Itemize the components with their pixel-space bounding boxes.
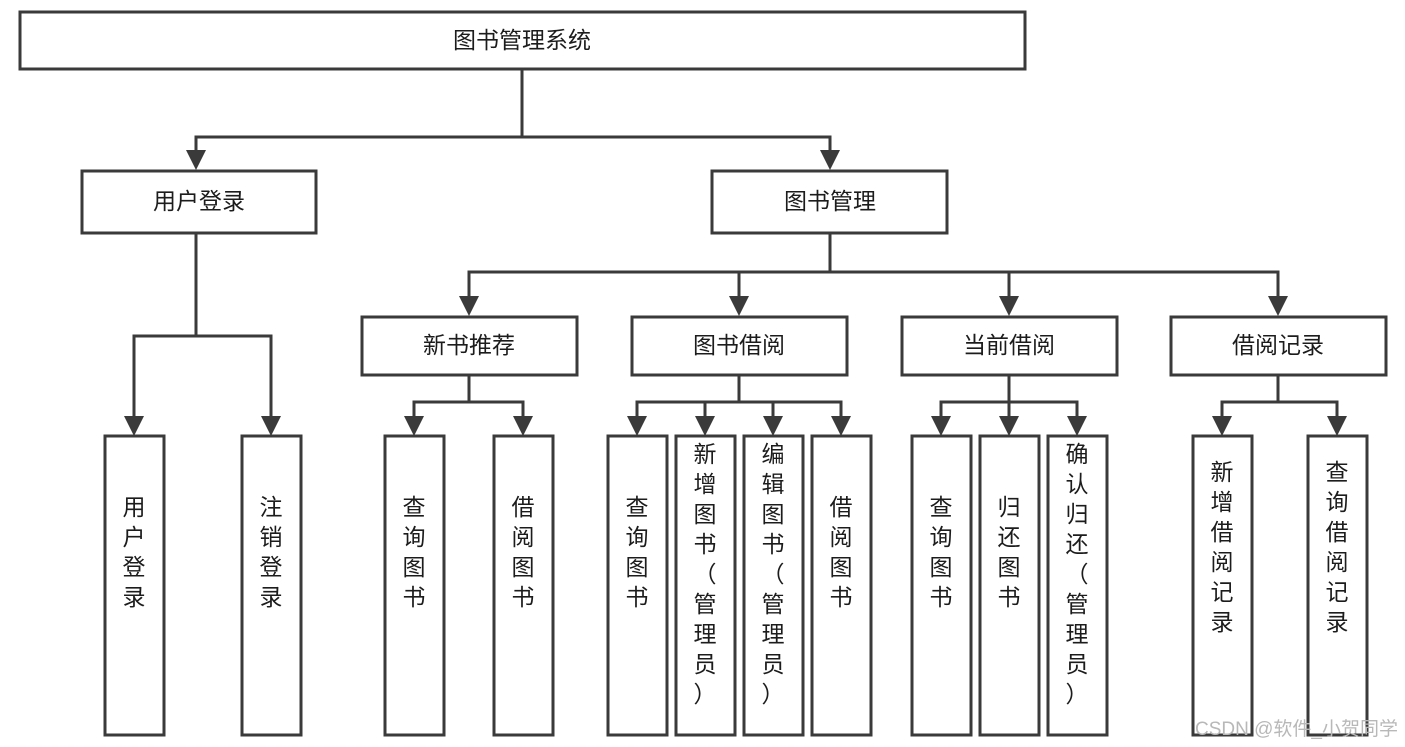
leaf-borrow-book-1-box[interactable] xyxy=(492,434,555,737)
node-new-book-recommend[interactable]: 新书推荐 xyxy=(360,315,579,377)
leaf-add-record-box[interactable] xyxy=(1191,434,1254,737)
arrow-currentborrow-c1-icon xyxy=(931,416,951,436)
leaf-edit-book-box[interactable] xyxy=(742,434,805,737)
node-book-borrow-label: 图书借阅 xyxy=(693,332,785,358)
leaf-query-record-label: 查询借阅记录 xyxy=(1326,459,1349,635)
arrow-bookborrow-c3-icon xyxy=(763,416,783,436)
leaf-user-login[interactable]: 用户登录 xyxy=(103,434,166,737)
node-new-book-recommend-label: 新书推荐 xyxy=(423,332,515,358)
arrow-currentborrow-c3-icon xyxy=(1067,416,1087,436)
leaf-query-book-1[interactable]: 查询图书 xyxy=(383,434,446,737)
leaf-user-logout[interactable]: 注销登录 xyxy=(240,434,303,737)
connector-layer xyxy=(124,67,1347,436)
leaf-user-logout-box[interactable] xyxy=(240,434,303,737)
leaf-user-logout-label: 注销登录 xyxy=(260,494,283,610)
leaf-borrow-book-1[interactable]: 借阅图书 xyxy=(492,434,555,737)
node-borrow-record-box[interactable] xyxy=(1169,315,1388,377)
node-book-manage-box[interactable] xyxy=(710,169,949,235)
node-current-borrow[interactable]: 当前借阅 xyxy=(900,315,1119,377)
leaf-query-record[interactable]: 查询借阅记录 xyxy=(1306,434,1369,737)
leaf-user-login-label: 用户登录 xyxy=(123,494,146,610)
arrow-bm-current-borrow-icon xyxy=(999,296,1019,316)
arrow-user-login-child2-icon xyxy=(261,416,281,436)
leaf-query-book-2-box[interactable] xyxy=(606,434,669,737)
leaf-add-record[interactable]: 新增借阅记录 xyxy=(1191,434,1254,737)
leaf-return-book-label: 归还图书 xyxy=(998,494,1021,610)
node-borrow-record[interactable]: 借阅记录 xyxy=(1169,315,1388,377)
leaf-edit-book[interactable]: 编辑图书（管理员） xyxy=(742,434,805,737)
leaf-query-book-2-label: 查询图书 xyxy=(626,494,649,610)
leaf-add-book[interactable]: 新增图书（管理员） xyxy=(674,434,737,737)
arrow-borrowrecord-c1-icon xyxy=(1212,416,1232,436)
leaf-confirm-return-label: 确认归还（管理员） xyxy=(1066,441,1089,707)
leaf-return-book-box[interactable] xyxy=(978,434,1041,737)
arrow-root-to-user-login-icon xyxy=(186,150,206,170)
node-root[interactable]: 图书管理系统 xyxy=(18,10,1027,71)
leaf-edit-book-label: 编辑图书（管理员） xyxy=(762,441,785,707)
node-user-login-label: 用户登录 xyxy=(153,188,245,214)
leaf-confirm-return[interactable]: 确认归还（管理员） xyxy=(1046,434,1109,737)
node-current-borrow-label: 当前借阅 xyxy=(963,332,1055,358)
leaf-query-book-3[interactable]: 查询图书 xyxy=(910,434,973,737)
node-new-book-recommend-box[interactable] xyxy=(360,315,579,377)
watermark-label: CSDN @软件_小贺同学 xyxy=(1195,718,1398,740)
leaf-query-record-box[interactable] xyxy=(1306,434,1369,737)
node-user-login[interactable]: 用户登录 xyxy=(80,169,318,235)
arrow-currentborrow-c2-icon xyxy=(999,416,1019,436)
leaf-query-book-1-box[interactable] xyxy=(383,434,446,737)
arrow-bookborrow-c4-icon xyxy=(831,416,851,436)
leaf-add-book-label: 新增图书（管理员） xyxy=(694,441,717,707)
leaf-add-book-box[interactable] xyxy=(674,434,737,737)
node-root-box[interactable] xyxy=(18,10,1027,71)
arrow-user-login-child1-icon xyxy=(124,416,144,436)
arrow-newbook-c2-icon xyxy=(513,416,533,436)
node-user-login-box[interactable] xyxy=(80,169,318,235)
leaf-borrow-book-2-box[interactable] xyxy=(810,434,873,737)
arrow-newbook-c1-icon xyxy=(404,416,424,436)
leaf-return-book[interactable]: 归还图书 xyxy=(978,434,1041,737)
leaf-query-book-3-box[interactable] xyxy=(910,434,973,737)
leaf-user-login-box[interactable] xyxy=(103,434,166,737)
node-current-borrow-box[interactable] xyxy=(900,315,1119,377)
node-book-borrow[interactable]: 图书借阅 xyxy=(630,315,849,377)
leaf-borrow-book-2-label: 借阅图书 xyxy=(830,494,853,610)
node-book-manage-label: 图书管理 xyxy=(784,188,876,214)
arrow-bm-book-borrow-icon xyxy=(729,296,749,316)
leaf-add-record-label: 新增借阅记录 xyxy=(1211,459,1234,635)
leaf-borrow-book-2[interactable]: 借阅图书 xyxy=(810,434,873,737)
leaf-query-book-2[interactable]: 查询图书 xyxy=(606,434,669,737)
arrow-borrowrecord-c2-icon xyxy=(1327,416,1347,436)
leaf-query-book-1-label: 查询图书 xyxy=(403,494,426,610)
arrow-bm-new-book-icon xyxy=(459,296,479,316)
arrow-bookborrow-c1-icon xyxy=(627,416,647,436)
arrow-bookborrow-c2-icon xyxy=(695,416,715,436)
node-borrow-record-label: 借阅记录 xyxy=(1232,332,1324,358)
arrow-root-to-book-manage-icon xyxy=(820,150,840,170)
leaf-borrow-book-1-label: 借阅图书 xyxy=(512,494,535,610)
leaf-confirm-return-box[interactable] xyxy=(1046,434,1109,737)
node-root-label: 图书管理系统 xyxy=(453,27,591,53)
node-book-manage[interactable]: 图书管理 xyxy=(710,169,949,235)
node-book-borrow-box[interactable] xyxy=(630,315,849,377)
leaf-query-book-3-label: 查询图书 xyxy=(930,494,953,610)
arrow-bm-borrow-record-icon xyxy=(1268,296,1288,316)
